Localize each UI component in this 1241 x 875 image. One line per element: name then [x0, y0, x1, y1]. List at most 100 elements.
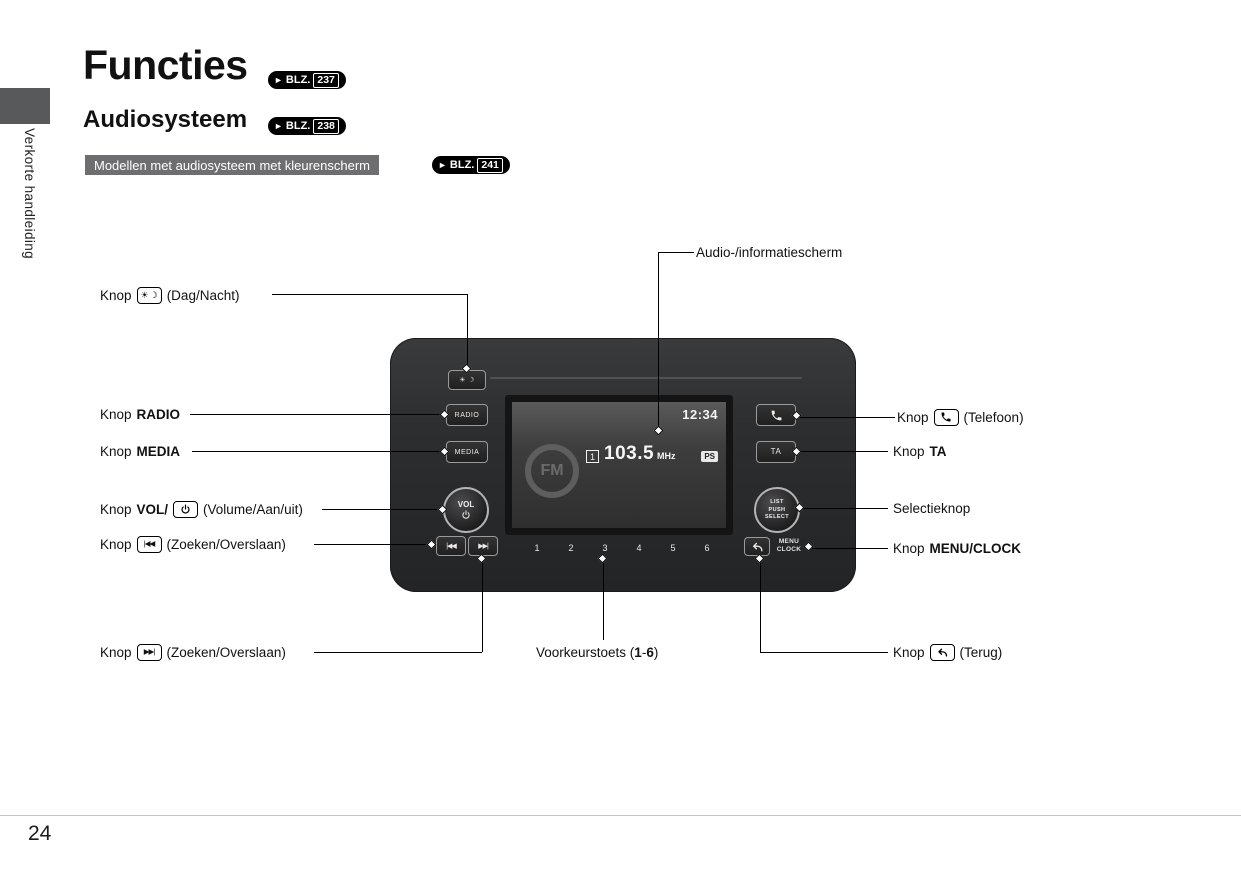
label-bold: MENU/CLOCK: [929, 540, 1022, 556]
footer-rule: [0, 815, 1241, 816]
select-knob-line1: LIST: [770, 499, 784, 506]
callout-line: [603, 563, 604, 640]
vol-label: VOL: [457, 500, 475, 509]
chapter-label: Verkorte handleiding: [22, 128, 37, 260]
callout-label-menu-clock: Knop MENU/CLOCK: [893, 539, 1021, 557]
device-preset-button-6: 6: [704, 543, 710, 553]
ref-page-number: 241: [477, 157, 503, 173]
callout-line: [192, 451, 442, 452]
device-media-button: MEDIA: [446, 441, 488, 463]
label-text: Selectieknop: [893, 500, 971, 516]
ref-page-number: 237: [313, 72, 339, 88]
label-text: (Telefoon): [963, 409, 1024, 425]
page-ref-badge-subtitle: ► BLZ. 238: [268, 117, 346, 135]
device-display: 12:34 FM 1 103.5 MHz PS: [512, 402, 726, 528]
device-preset-button-1: 1: [534, 543, 540, 553]
label-text: Audio-/informatiescherm: [696, 244, 843, 260]
label-text: Knop: [100, 644, 132, 660]
device-display-bezel: 12:34 FM 1 103.5 MHz PS: [505, 395, 733, 535]
device-preset-button-5: 5: [670, 543, 676, 553]
callout-line: [322, 509, 440, 510]
seek-forward-icon: ▶▶|: [478, 542, 489, 550]
label-text: Knop: [893, 443, 925, 459]
callout-line: [760, 652, 888, 653]
callout-label-radio: Knop RADIO: [100, 405, 180, 423]
audio-unit-illustration: ☀☽ RADIO MEDIA VOL |◀◀ ▶▶| 12:34 FM 1 10…: [390, 338, 856, 592]
page-ref-badge-model: ► BLZ. 241: [432, 156, 510, 174]
ref-arrow-icon: ►: [274, 120, 283, 131]
frequency-value: 103.5: [604, 443, 655, 464]
label-bold: MEDIA: [136, 443, 181, 459]
back-icon: [929, 643, 955, 661]
label-text: Knop: [893, 540, 925, 556]
seek-back-glyph: |◀◀: [143, 539, 156, 549]
sun-icon: ☀: [459, 376, 466, 384]
display-preset-number: 1: [586, 450, 599, 463]
label-text: Knop: [100, 536, 132, 552]
device-seek-forward-button: ▶▶|: [468, 536, 498, 556]
ref-label: BLZ.: [285, 120, 311, 132]
callout-label-day-night: Knop ☀☽ (Dag/Nacht): [100, 286, 239, 304]
label-text: Knop: [100, 443, 132, 459]
label-text: (Terug): [959, 644, 1003, 660]
device-seek-back-button: |◀◀: [436, 536, 466, 556]
label-text: Knop: [897, 409, 929, 425]
callout-label-phone: Knop (Telefoon): [897, 408, 1024, 426]
seek-forward-glyph: ▶▶|: [143, 647, 156, 657]
label-bold: TA: [929, 443, 947, 459]
callout-line: [800, 417, 895, 418]
chapter-tab: [0, 88, 50, 124]
ref-page-number: 238: [313, 118, 339, 134]
moon-icon: ☽: [468, 376, 475, 384]
callout-label-select: Selectieknop: [893, 499, 970, 517]
label-text: Voorkeurstoets (: [536, 644, 635, 660]
sun-icon: ☀: [140, 289, 149, 300]
power-icon: [462, 510, 470, 519]
callout-line: [272, 294, 467, 295]
display-clock: 12:34: [682, 407, 718, 422]
callout-line: [812, 548, 888, 549]
callout-label-presets: Voorkeurstoets (1-6): [536, 643, 658, 661]
ref-arrow-icon: ►: [438, 159, 447, 170]
callout-label-back: Knop (Terug): [893, 643, 1002, 661]
callout-label-seek-forward: Knop ▶▶| (Zoeken/Overslaan): [100, 643, 286, 661]
phone-icon: [771, 410, 781, 420]
device-preset-button-3: 3: [602, 543, 608, 553]
callout-label-ta: Knop TA: [893, 442, 947, 460]
power-icon: [173, 500, 199, 518]
menu-clock-line2: CLOCK: [776, 546, 802, 553]
callout-line: [467, 294, 468, 366]
device-radio-button: RADIO: [446, 404, 488, 426]
callout-line: [803, 508, 888, 509]
seek-forward-icon: ▶▶|: [136, 643, 162, 661]
device-phone-button: [756, 404, 796, 426]
device-menu-clock-button: MENU CLOCK: [773, 538, 805, 554]
device-volume-knob: VOL: [443, 487, 489, 533]
callout-line: [658, 252, 659, 428]
device-back-button: [744, 537, 770, 556]
frequency-unit: MHz: [657, 451, 676, 461]
ref-label: BLZ.: [285, 74, 311, 86]
device-ta-button: TA: [756, 441, 796, 463]
model-note: Modellen met audiosysteem met kleurensch…: [85, 155, 380, 175]
callout-line: [482, 563, 483, 652]
moon-icon: ☽: [149, 289, 158, 300]
callout-line: [190, 414, 442, 415]
select-knob-line3: SELECT: [764, 514, 790, 521]
seek-back-icon: |◀◀: [136, 535, 162, 553]
ref-arrow-icon: ►: [274, 74, 283, 85]
label-text: (Zoeken/Overslaan): [166, 644, 286, 660]
cd-slot: [490, 377, 802, 379]
callout-line: [658, 252, 694, 253]
seek-back-icon: |◀◀: [446, 542, 457, 550]
display-frequency: 103.5 MHz: [604, 443, 676, 465]
label-text: (Zoeken/Overslaan): [166, 536, 286, 552]
callout-label-display: Audio-/informatiescherm: [696, 243, 842, 261]
label-text: -: [641, 644, 647, 660]
back-icon: [752, 542, 762, 551]
device-preset-button-2: 2: [568, 543, 574, 553]
label-bold: 6: [646, 644, 654, 660]
callout-label-seek-back: Knop |◀◀ (Zoeken/Overslaan): [100, 535, 286, 553]
device-select-knob: LIST PUSH SELECT: [754, 487, 800, 533]
label-text: Knop: [893, 644, 925, 660]
